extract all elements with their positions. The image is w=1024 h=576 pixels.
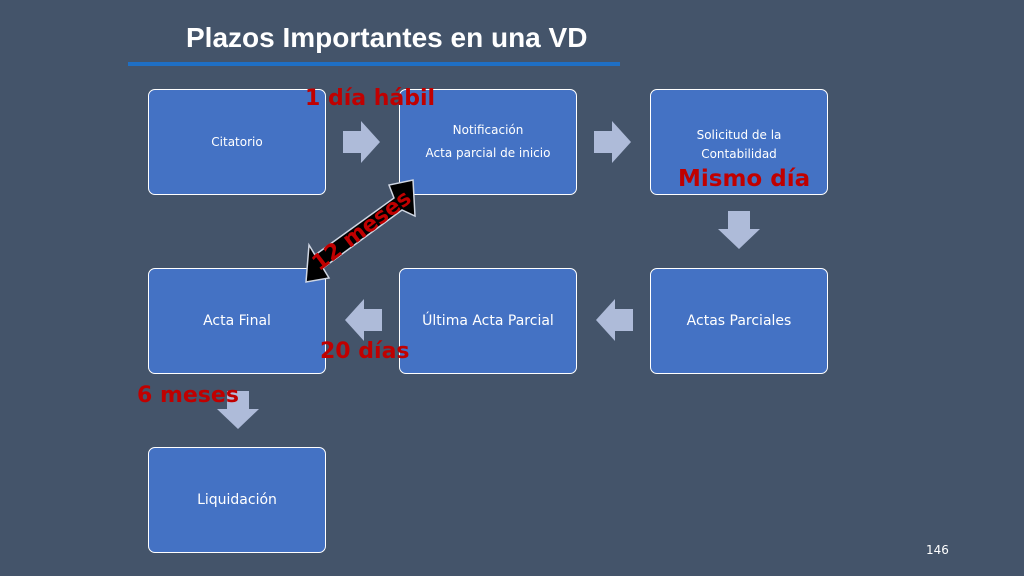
box-notificacion-line1: Notificación	[452, 123, 524, 137]
arrow-right-icon	[594, 121, 631, 163]
box-actas-parciales-label: Actas Parciales	[686, 312, 792, 329]
page-title: Plazos Importantes en una VD	[186, 22, 588, 53]
box-solicitud-line2: Contabilidad	[701, 147, 777, 161]
box-acta-final: Acta Final	[148, 268, 326, 374]
note-20-dias: 20 días	[320, 339, 410, 364]
box-liquidacion-label: Liquidación	[197, 491, 277, 508]
box-citatorio: Citatorio	[148, 89, 326, 195]
box-liquidacion: Liquidación	[148, 447, 326, 553]
arrow-right-icon	[343, 121, 380, 163]
title-underline	[128, 62, 620, 66]
box-notificacion-line2: Acta parcial de inicio	[425, 146, 551, 160]
box-ultima-acta-label: Última Acta Parcial	[422, 312, 554, 329]
box-citatorio-label: Citatorio	[211, 134, 263, 149]
note-mismo-dia: Mismo día	[678, 166, 811, 192]
box-solicitud-line1: Solicitud de la	[696, 128, 782, 142]
arrow-down-icon	[217, 391, 259, 429]
box-actas-parciales: Actas Parciales	[650, 268, 828, 374]
double-arrow-icon	[305, 179, 416, 283]
box-notificacion: Notificación Acta parcial de inicio	[399, 89, 577, 195]
box-acta-final-label: Acta Final	[203, 312, 271, 329]
box-solicitud: Solicitud de la Contabilidad	[650, 89, 828, 195]
note-6-meses: 6 meses	[137, 383, 239, 408]
arrow-left-icon	[596, 299, 633, 341]
box-ultima-acta: Última Acta Parcial	[399, 268, 577, 374]
arrow-down-icon	[718, 211, 760, 249]
note-1-dia-habil: 1 día hábil	[305, 86, 436, 111]
arrow-left-icon	[345, 299, 382, 341]
page-number: 146	[926, 543, 949, 557]
